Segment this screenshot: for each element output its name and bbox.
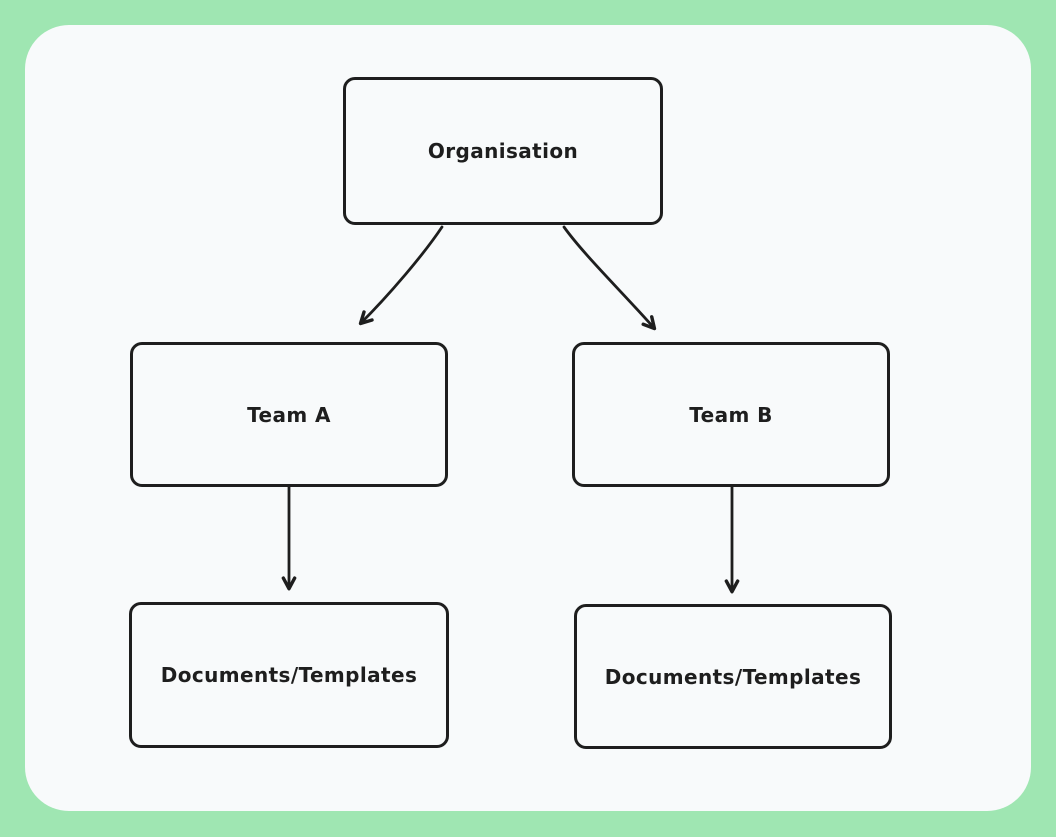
node-documents-templates-b-label: Documents/Templates [604,664,862,689]
canvas-panel [25,25,1031,811]
node-team-b-label: Team B [689,402,773,427]
node-team-a[interactable]: Team A [130,342,448,487]
edge-organisation-team-a[interactable] [358,225,444,326]
node-documents-templates-b[interactable]: Documents/Templates [574,604,892,749]
edge-organisation-team-b[interactable] [562,225,657,331]
node-organisation[interactable]: Organisation [343,77,663,225]
node-organisation-label: Organisation [427,139,579,163]
node-documents-templates-a[interactable]: Documents/Templates [129,602,449,748]
node-team-b[interactable]: Team B [572,342,890,487]
node-team-a-label: Team A [247,402,331,427]
node-documents-templates-a-label: Documents/Templates [160,663,418,687]
